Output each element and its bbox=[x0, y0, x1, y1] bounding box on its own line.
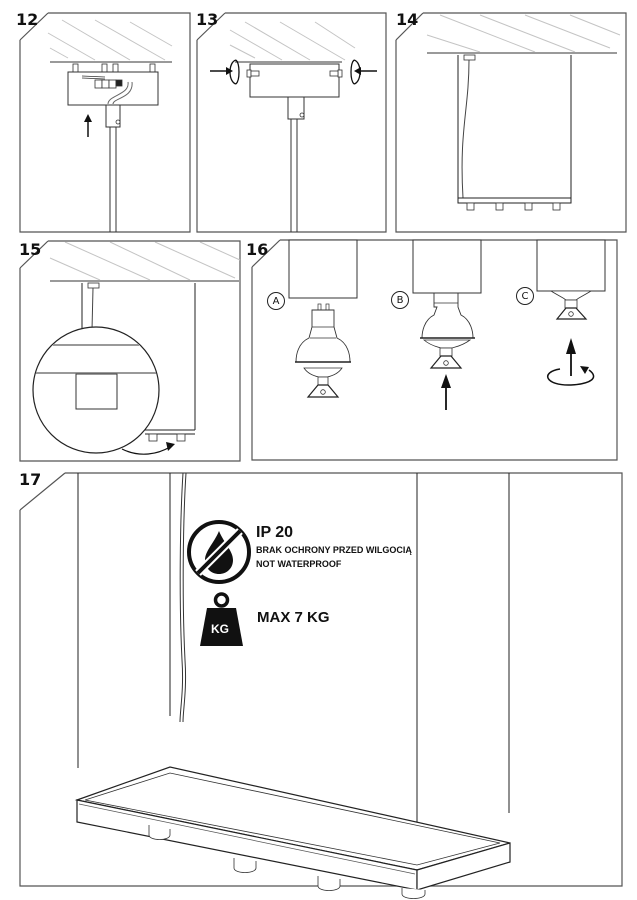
spotlight-housings bbox=[466, 202, 561, 211]
step-13-illustration bbox=[196, 12, 387, 233]
weight-icon bbox=[200, 592, 243, 646]
step-16-panel: 16 A B C bbox=[240, 230, 637, 470]
substep-label-a: A bbox=[267, 292, 285, 310]
arrow-up-icon bbox=[84, 114, 92, 137]
step-17-illustration bbox=[19, 472, 623, 899]
substep-c-illustration bbox=[536, 239, 606, 386]
substep-b-illustration bbox=[412, 239, 482, 410]
weight-icon-label: KG bbox=[211, 622, 229, 636]
step-12-illustration bbox=[19, 12, 191, 233]
max-weight-text: MAX 7 KG bbox=[257, 609, 330, 626]
substep-a-illustration bbox=[288, 239, 358, 398]
curved-arrow-icon bbox=[121, 442, 175, 455]
terminal-block-icon bbox=[81, 75, 123, 89]
arrow-up-icon bbox=[441, 374, 451, 410]
step-number: 14 bbox=[396, 10, 419, 29]
step-15-illustration bbox=[19, 240, 241, 462]
ip-rating: IP 20 bbox=[256, 524, 294, 541]
rotate-left-icon bbox=[210, 59, 240, 85]
step-number: 15 bbox=[19, 240, 42, 259]
no-water-icon bbox=[187, 520, 251, 584]
lamp-bar bbox=[74, 766, 511, 891]
rotate-right-icon bbox=[350, 59, 377, 85]
step-14-panel: 14 bbox=[385, 0, 637, 240]
ip-text-pl: BRAK OCHRONY PRZED WILGOCIĄ bbox=[256, 545, 412, 555]
spotlight-housings bbox=[148, 825, 426, 899]
ip-text-en: NOT WATERPROOF bbox=[256, 559, 342, 569]
screw-right-icon bbox=[329, 69, 343, 78]
substep-label-b: B bbox=[391, 291, 409, 309]
detail-zoom-circle bbox=[32, 326, 160, 454]
step-13-panel: 13 bbox=[190, 0, 390, 240]
arrow-up-icon bbox=[566, 338, 576, 376]
step-14-illustration bbox=[395, 12, 627, 233]
step-17-panel: 17 IP 20 BRAK OCHRONY PRZED WILGOCIĄ NOT… bbox=[0, 460, 637, 900]
step-12-panel: 12 bbox=[0, 0, 200, 240]
step-16-illustration bbox=[251, 239, 618, 461]
step-number: 13 bbox=[196, 10, 219, 29]
substep-label-c: C bbox=[516, 287, 534, 305]
step-number: 16 bbox=[246, 240, 269, 259]
step-number: 12 bbox=[16, 10, 39, 29]
step-15-panel: 15 bbox=[0, 230, 250, 470]
screw-left-icon bbox=[246, 69, 260, 78]
rotate-icon bbox=[547, 366, 595, 386]
step-number: 17 bbox=[19, 470, 42, 489]
